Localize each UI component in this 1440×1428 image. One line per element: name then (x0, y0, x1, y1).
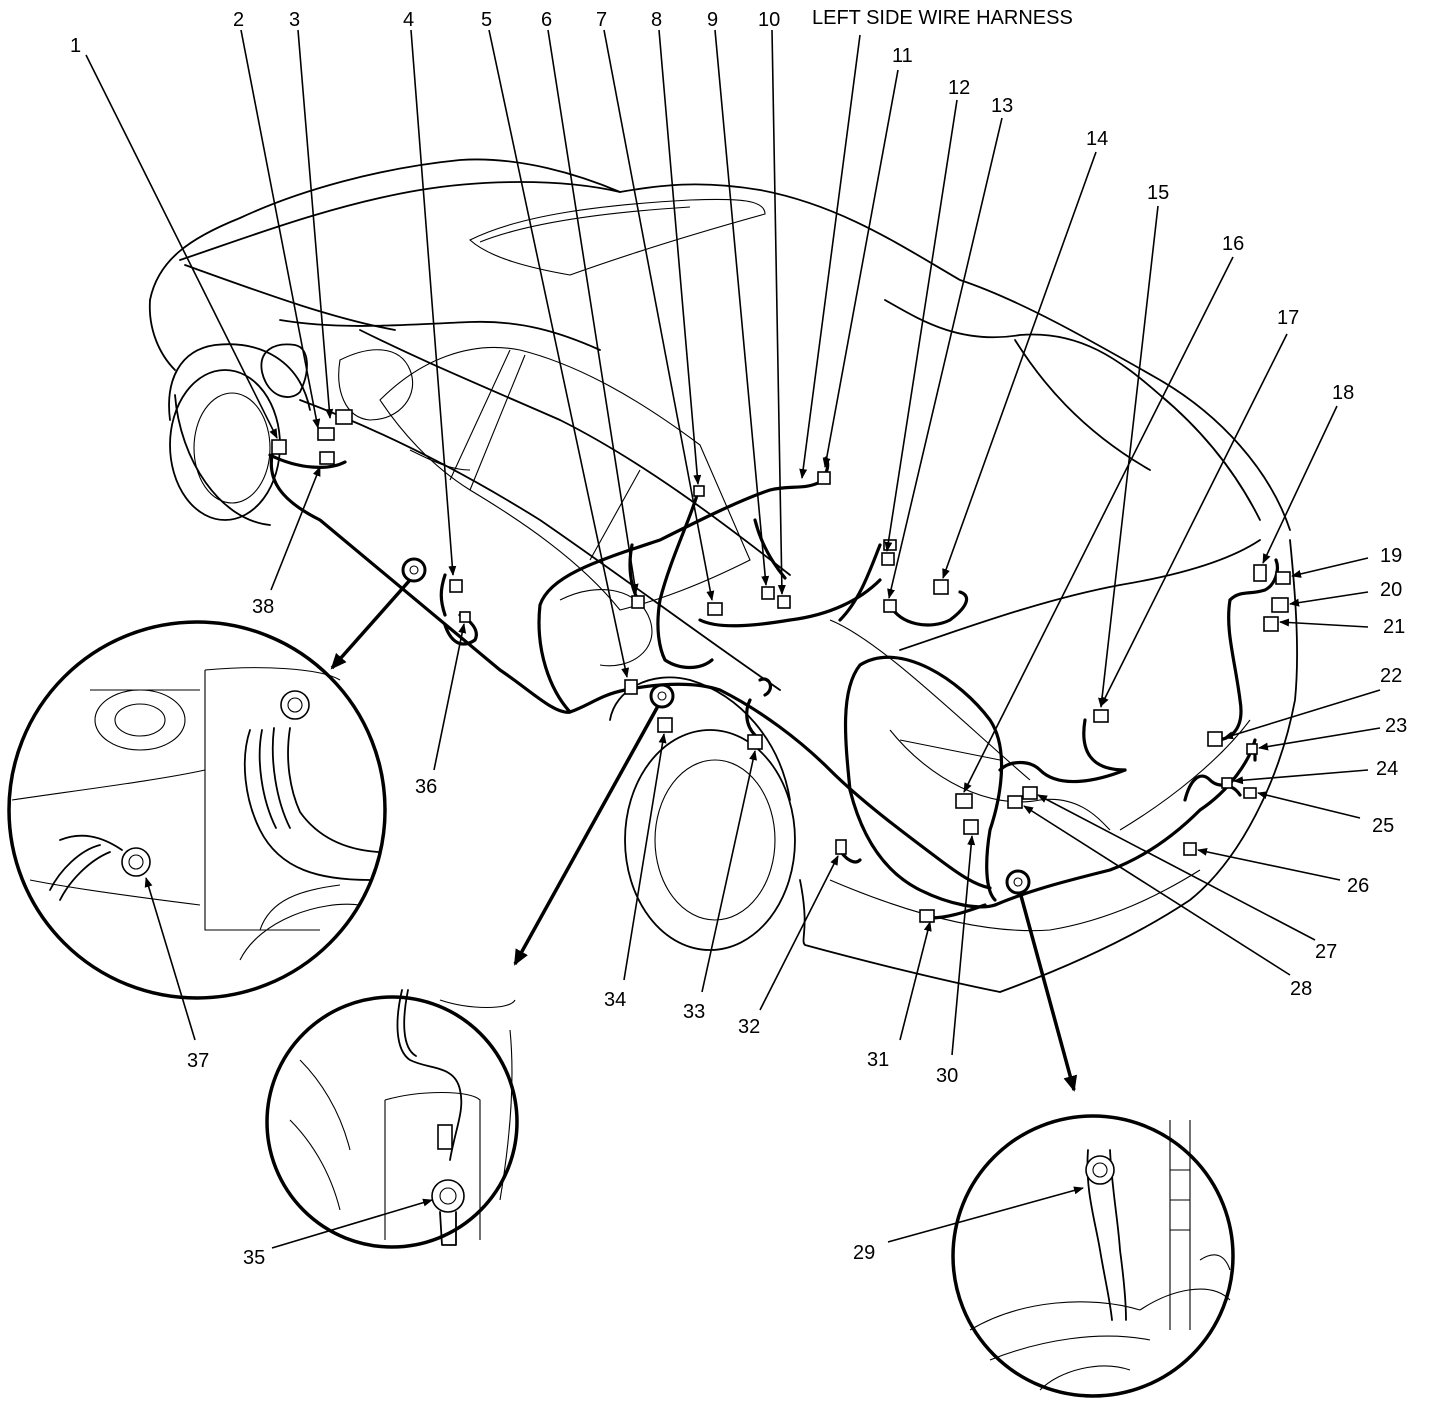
connector (707, 602, 723, 616)
callout-30: 30 (936, 1065, 958, 1087)
connector (1271, 597, 1289, 613)
detail-arrows (330, 578, 1078, 1092)
callout-22: 22 (1380, 665, 1402, 687)
callout-32: 32 (738, 1016, 760, 1038)
callout-26: 26 (1347, 875, 1369, 897)
connector (1207, 731, 1223, 747)
connector (883, 599, 897, 613)
ground-ring (1005, 869, 1031, 895)
callout-25: 25 (1372, 815, 1394, 837)
callout-7: 7 (596, 9, 607, 31)
car-body (148, 158, 1298, 993)
detail-view-37 (7, 620, 387, 1000)
connector (835, 839, 847, 855)
callout-23: 23 (1385, 715, 1407, 737)
callout-13: 13 (991, 95, 1013, 117)
connector (657, 717, 673, 733)
connector (933, 579, 949, 595)
ground-ring-inner (657, 691, 667, 701)
callout-10: 10 (758, 9, 780, 31)
callout-20: 20 (1380, 579, 1402, 601)
connector (335, 409, 353, 425)
callout-15: 15 (1147, 182, 1169, 204)
connectors (271, 409, 1291, 923)
connector (955, 793, 973, 809)
connector (624, 679, 638, 695)
connector (1007, 795, 1023, 809)
callout-29: 29 (853, 1242, 875, 1264)
callout-27: 27 (1315, 941, 1337, 963)
connector (693, 485, 705, 497)
callout-37: 37 (187, 1050, 209, 1072)
connector (449, 579, 463, 593)
callout-17: 17 (1277, 307, 1299, 329)
ground-points (401, 557, 1031, 895)
callout-14: 14 (1086, 128, 1108, 150)
detail-view-35 (265, 989, 519, 1249)
connector (761, 586, 775, 600)
connector (1022, 786, 1038, 800)
connector (817, 471, 831, 485)
callout-35: 35 (243, 1247, 265, 1269)
connector (1093, 709, 1109, 723)
connector (747, 734, 763, 750)
connector (271, 439, 287, 455)
callout-4: 4 (403, 9, 414, 31)
callout-36: 36 (415, 776, 437, 798)
callout-38: 38 (252, 596, 274, 618)
connector (777, 595, 791, 609)
callout-34: 34 (604, 989, 626, 1011)
ground-ring-inner (1013, 877, 1023, 887)
callout-2: 2 (233, 9, 244, 31)
connector (459, 611, 471, 623)
callout-11: 11 (892, 45, 913, 67)
connector (883, 539, 897, 551)
connector (317, 427, 335, 441)
callout-28: 28 (1290, 978, 1312, 1000)
callout-24: 24 (1376, 758, 1398, 780)
connector (319, 451, 335, 465)
leader-lines (85, 29, 1381, 1249)
connector (919, 909, 935, 923)
diagram-title: LEFT SIDE WIRE HARNESS (812, 7, 1073, 29)
callout-1: 1 (70, 35, 81, 57)
callout-21: 21 (1383, 616, 1405, 638)
callout-5: 5 (481, 9, 492, 31)
callout-16: 16 (1222, 233, 1244, 255)
connector (1275, 571, 1291, 585)
connector (1253, 564, 1267, 582)
callout-33: 33 (683, 1001, 705, 1023)
callout-6: 6 (541, 9, 552, 31)
callout-9: 9 (707, 9, 718, 31)
callout-8: 8 (651, 9, 662, 31)
ground-ring (401, 557, 427, 583)
callout-31: 31 (867, 1049, 889, 1071)
connector (1243, 787, 1257, 799)
detail-view-29 (951, 1114, 1235, 1398)
ground-ring-inner (409, 565, 419, 575)
connector (881, 552, 895, 566)
callout-12: 12 (948, 77, 970, 99)
callout-labels: 1 2 3 4 5 6 7 8 9 10 11 12 13 14 15 16 1… (70, 9, 1407, 1269)
connector (1221, 777, 1233, 789)
connector (1183, 842, 1197, 856)
callout-18: 18 (1332, 382, 1354, 404)
connector (963, 819, 979, 835)
ground-ring (649, 683, 675, 709)
connector (631, 595, 645, 609)
callout-3: 3 (289, 9, 300, 31)
callout-19: 19 (1380, 545, 1402, 567)
connector (1263, 616, 1279, 632)
connector (1246, 743, 1258, 755)
